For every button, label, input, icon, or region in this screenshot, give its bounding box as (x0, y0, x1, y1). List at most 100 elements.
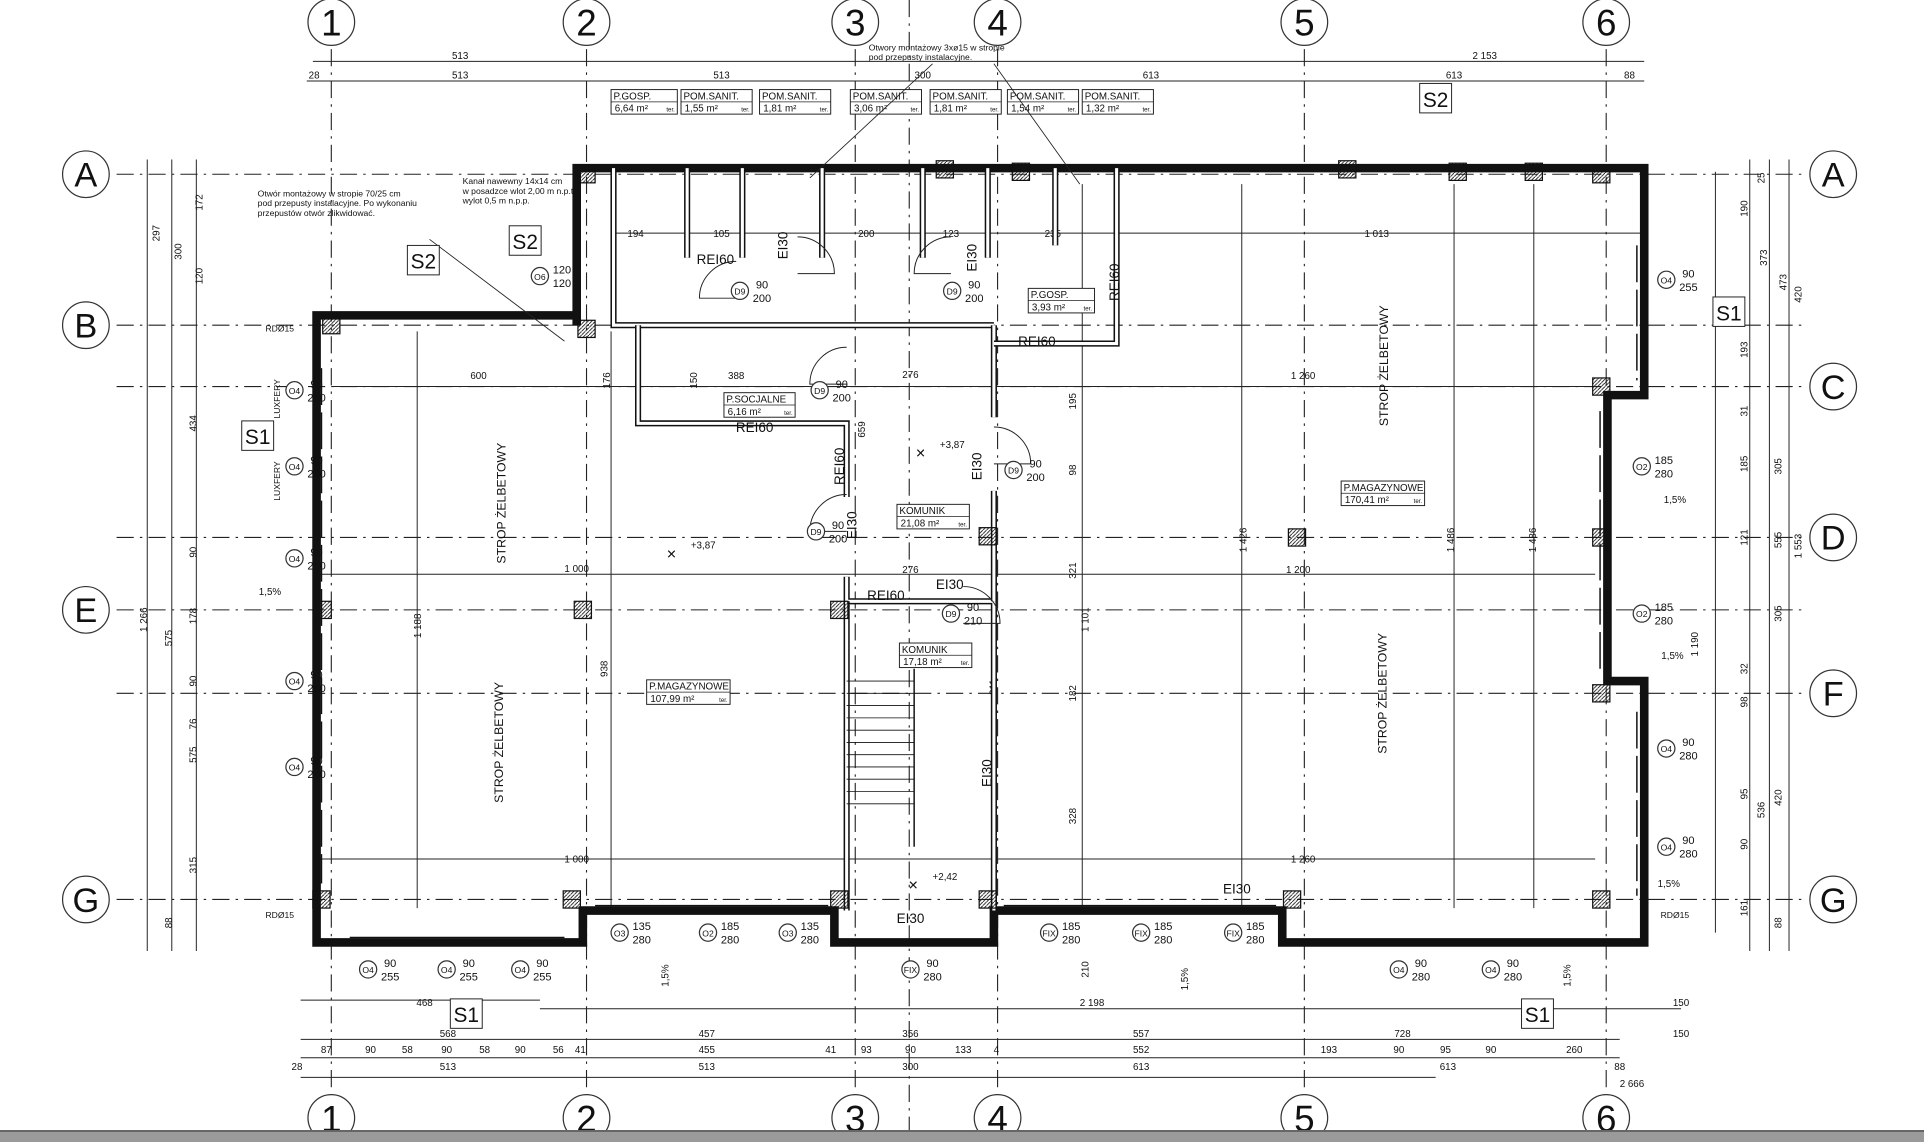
opening-tag-circle (1223, 923, 1243, 942)
opening-width: 185 (1062, 921, 1080, 933)
room-area: 107,99 m² (650, 694, 695, 705)
opening-width: 135 (801, 921, 819, 933)
interior-dimension-text: 321 (1068, 562, 1079, 578)
fire-rating-label: EI30 (970, 452, 985, 480)
opening-width: 90 (926, 958, 938, 970)
opening-height: 200 (829, 533, 847, 545)
opening-height: 255 (381, 971, 399, 983)
slab-label: STROP ŻELBETOWY (492, 682, 506, 803)
dimension-text: 300 (915, 71, 932, 82)
opening-tag-circle (358, 960, 378, 979)
dimension-text: 133 (955, 1045, 972, 1056)
opening-type: O4 (1393, 965, 1405, 975)
grid-bubble-row (1809, 513, 1858, 562)
opening-width: 90 (832, 520, 844, 532)
dimension-text: 88 (1624, 71, 1635, 82)
room-name: POM.SANIT. (853, 91, 909, 102)
dimension-text: 555 (1774, 531, 1785, 548)
opening-type: O4 (289, 763, 301, 773)
columns (312, 160, 1611, 909)
grid-label-column: 3 (845, 1098, 865, 1139)
door-swing (809, 346, 847, 385)
fire-rating-label: REI60 (697, 252, 734, 267)
opening-tag-circle (1389, 960, 1409, 979)
opening-type: D9 (1008, 466, 1019, 476)
column (935, 160, 955, 179)
opening-width: 90 (310, 547, 322, 559)
opening-height: 280 (1679, 751, 1697, 763)
dimension-text: 95 (1440, 1045, 1451, 1056)
interior-dimension-text: 176 (602, 372, 613, 389)
column (1592, 684, 1611, 703)
window-bottom-edge (0, 1130, 1924, 1142)
interior-dimension-text: 105 (713, 229, 730, 240)
grid-bubble-column (1280, 1093, 1329, 1140)
opening-tag-circle (511, 960, 530, 979)
dimension-text: 613 (1446, 71, 1463, 82)
dimension-text: 31 (1739, 406, 1750, 417)
opening-tag-circle (285, 549, 304, 568)
room-finish: ter. (719, 697, 728, 704)
grid-bubble-row (61, 150, 110, 199)
dimension-text: 1 553 (1793, 533, 1804, 558)
opening-type: O4 (289, 677, 301, 687)
column (1592, 528, 1611, 547)
slab-label: STROP ŻELBETOWY (1377, 305, 1391, 426)
opening-tag-circle (1004, 460, 1023, 480)
opening-type: O2 (1636, 462, 1648, 472)
column (1338, 160, 1357, 179)
dimension-text: 90 (441, 1045, 452, 1056)
opening-type: FIX (1042, 928, 1056, 938)
room-finish: ter. (958, 521, 967, 528)
slope-text: 1,5% (661, 964, 672, 987)
opening-tag-circle (942, 281, 962, 301)
room-area: 1,54 m² (1011, 104, 1045, 115)
interior-dimension-text: 1 000 (564, 855, 589, 866)
room-finish: ter. (1414, 498, 1423, 505)
opening-height: 280 (307, 683, 325, 695)
interior-wall-core (636, 325, 849, 497)
dimension-text: 172 (194, 194, 205, 210)
fire-rating-label: EI30 (965, 244, 980, 272)
section-mark: S1 (1716, 302, 1742, 325)
dimension-text: 420 (1774, 789, 1785, 806)
room-area: 3,93 m² (1032, 302, 1066, 313)
opening-tag-circle (1632, 604, 1651, 623)
dimension-text: 356 (902, 1029, 919, 1040)
column (322, 315, 341, 335)
opening-type: FIX (1226, 928, 1240, 938)
opening-type: D9 (814, 386, 825, 396)
grid-label-column: 1 (321, 3, 341, 44)
interior-dimension-text: 123 (943, 229, 960, 240)
room-area: 17,18 m² (903, 657, 942, 668)
note-text: Kanał nawewny 14x14 cm (463, 176, 563, 186)
section-mark: S1 (1525, 1004, 1551, 1027)
section-mark: S2 (512, 231, 538, 254)
dimension-text: 473 (1779, 274, 1790, 291)
dimension-text: 315 (188, 856, 199, 873)
opening-width: 90 (1682, 737, 1694, 749)
dimension-text: 260 (1566, 1045, 1583, 1056)
section-mark-box (1419, 82, 1453, 114)
interior-dimension-text: 276 (902, 565, 919, 576)
grid-label-column: 2 (576, 3, 596, 44)
fire-rating-label: REI60 (832, 448, 847, 485)
slope-text: 1,5% (1664, 495, 1687, 506)
dimension-text: 2 666 (1620, 1079, 1645, 1090)
room-name: POM.SANIT. (933, 91, 989, 102)
dimension-text: 121 (1739, 529, 1750, 545)
dimension-text: 90 (365, 1045, 376, 1056)
dimension-text: 2 153 (1472, 51, 1497, 62)
opening-type: O4 (362, 965, 374, 975)
column (1282, 890, 1302, 909)
interior-wall-core (993, 168, 1119, 346)
